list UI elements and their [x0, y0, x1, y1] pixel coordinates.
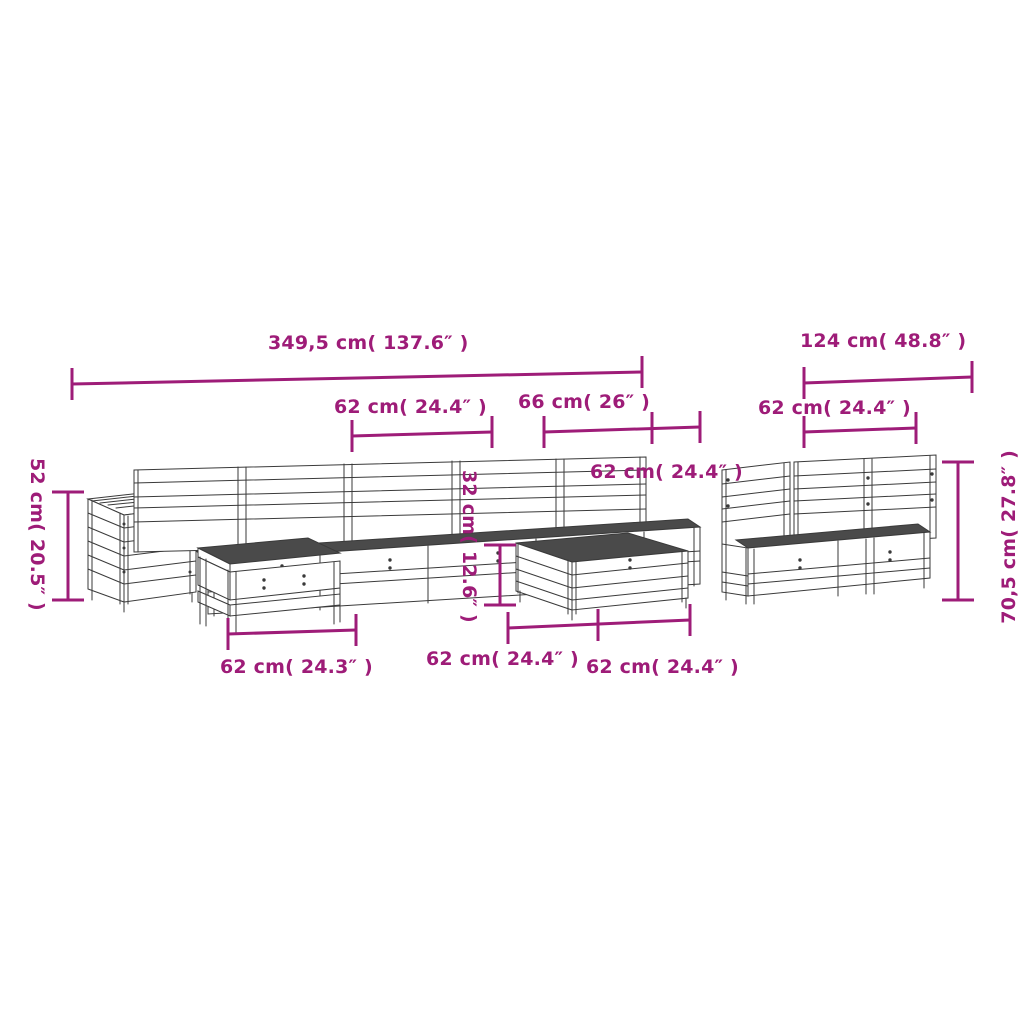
dimline-right-set-width	[803, 375, 973, 385]
furniture-group	[86, 454, 937, 635]
sofa-backrest-row	[133, 456, 647, 553]
corner-sofa-set	[721, 454, 937, 605]
dim-label-sofa-module-width: 62 cm( 24.4″ )	[334, 396, 487, 418]
dim-label-middle-depth: 62 cm( 24.4″ )	[590, 461, 743, 483]
dim-label-corner-module-width: 66 cm( 26″ )	[518, 391, 651, 413]
dim-label-right-set-width: 124 cm( 48.8″ )	[800, 330, 967, 352]
dim-label-ottoman-width-right: 62 cm( 24.4″ )	[586, 656, 739, 678]
dimline-sofa-module	[351, 430, 493, 438]
dimension-lines-group	[52, 356, 974, 650]
coffee-table	[196, 537, 342, 635]
dim-label-seat-height: 32 cm( 12.6″ )	[458, 470, 480, 623]
dimline-overall-width	[71, 370, 643, 386]
dim-label-overall-width: 349,5 cm( 137.6″ )	[268, 332, 469, 354]
dim-label-ottoman-width-left: 62 cm( 24.4″ )	[426, 648, 579, 670]
dim-label-right-module-width: 62 cm( 24.4″ )	[758, 397, 911, 419]
footstool	[515, 532, 689, 621]
dim-label-table-width: 62 cm( 24.3″ )	[220, 656, 373, 678]
dimline-corner-module	[543, 425, 701, 434]
dim-label-box-height: 52 cm( 20.5″ )	[26, 458, 48, 611]
dim-label-backrest-height: 70,5 cm( 27.8″ )	[998, 450, 1020, 624]
dimline-right-module-width	[803, 426, 917, 434]
dimline-table-width	[227, 628, 357, 636]
